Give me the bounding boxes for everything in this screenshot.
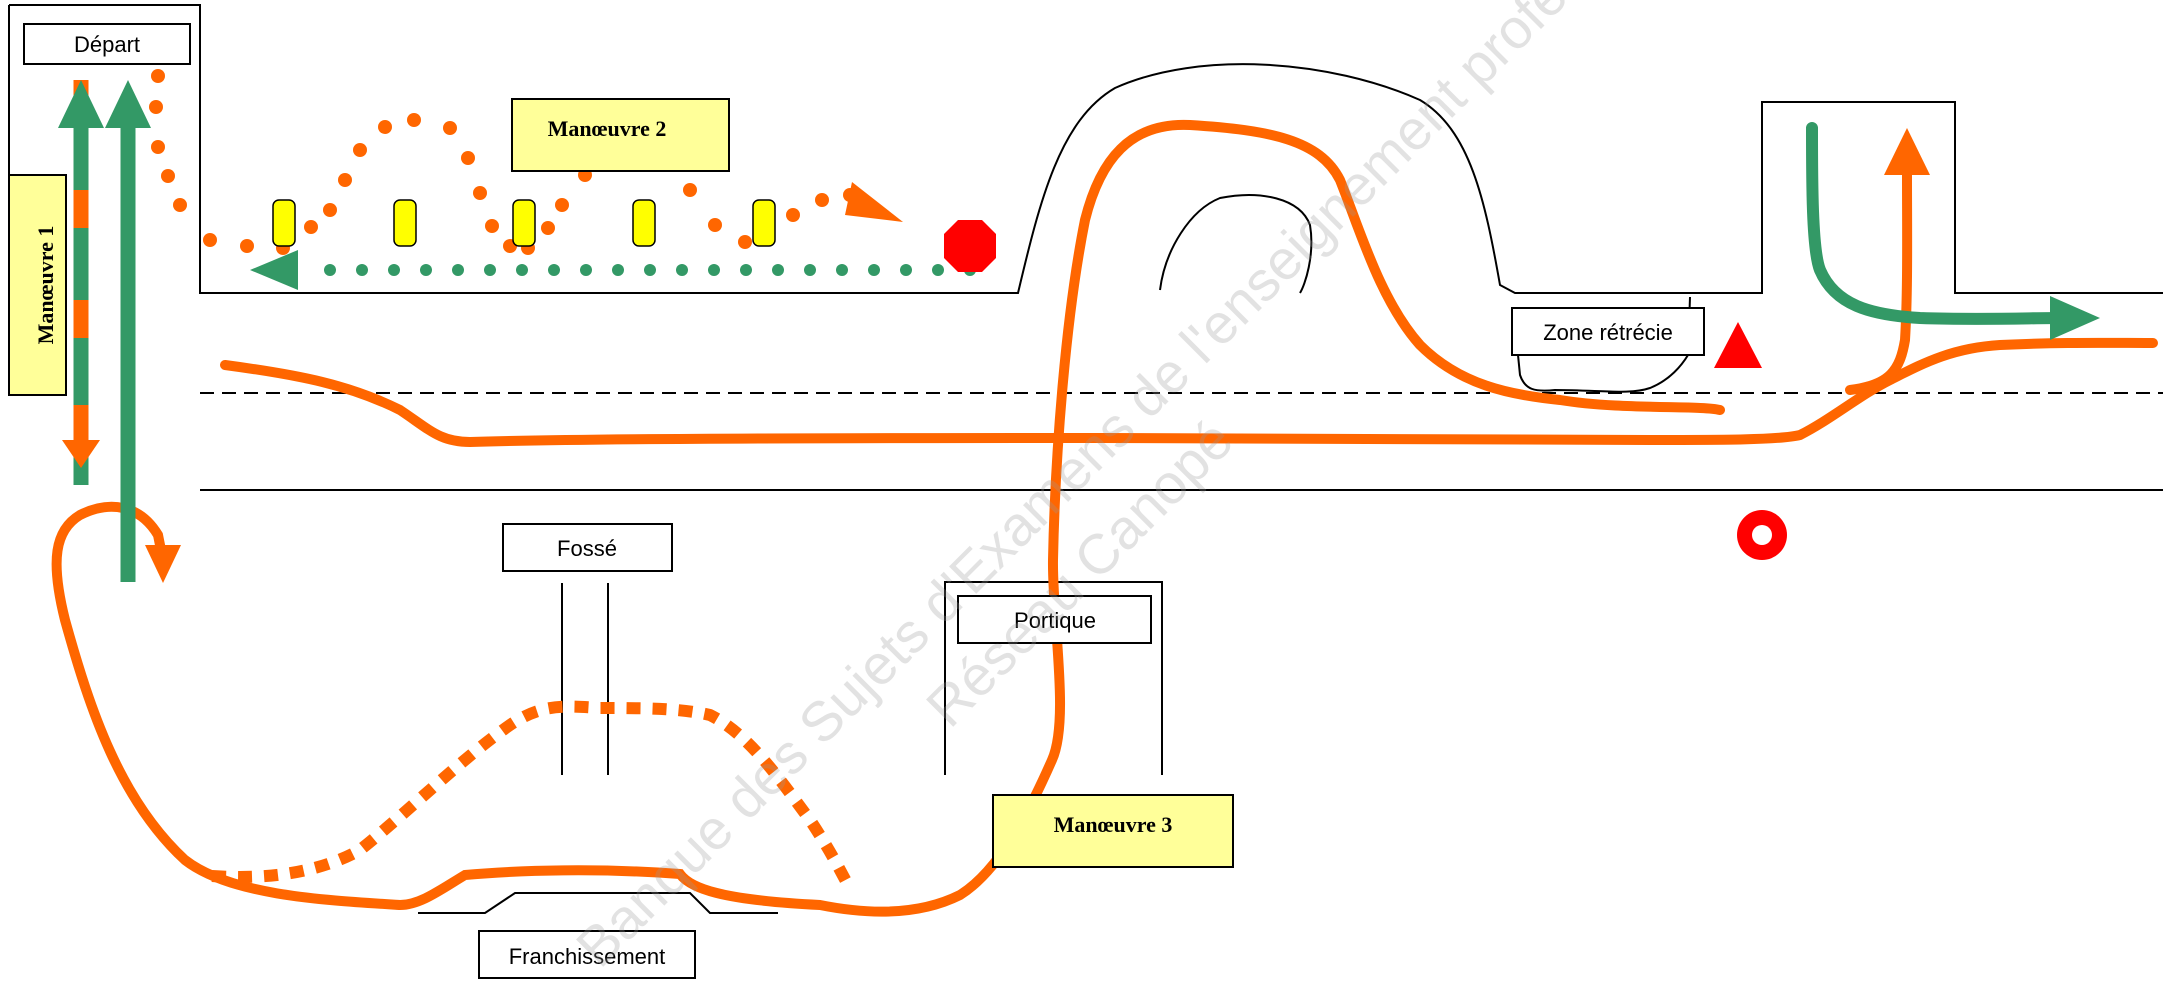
zone-retrecie-blob xyxy=(1517,296,1691,393)
orange-route-main xyxy=(220,337,2158,448)
stop-sign-icon xyxy=(944,220,996,272)
orange-exit-arrowhead xyxy=(1884,128,1930,175)
orange-loop-arrowhead xyxy=(145,545,181,583)
orange-m1-down-arrowhead xyxy=(62,440,100,468)
green-m1-right-arrowhead xyxy=(105,80,151,128)
green-exit-route xyxy=(1806,122,2066,325)
fosse-posts xyxy=(561,583,609,775)
depart-box xyxy=(23,23,191,65)
no-entry-sign-icon xyxy=(1737,510,1787,560)
manoeuvre3-box xyxy=(992,794,1234,868)
orange-route-loop xyxy=(51,119,1725,917)
franchissement-box xyxy=(478,930,696,979)
track-outline xyxy=(8,4,2163,491)
zone-retrecie-label: Zone rétrécie xyxy=(1543,320,1673,345)
orange-manoeuvre2-dots xyxy=(149,69,857,255)
orange-manoeuvre2-arrowhead xyxy=(845,182,903,222)
green-return-dots xyxy=(324,264,976,276)
warning-triangle-icon xyxy=(1714,322,1762,368)
fosse-box xyxy=(502,523,673,572)
franchissement-label: Franchissement xyxy=(509,944,666,969)
green-m1-left-arrowhead xyxy=(58,80,104,128)
green-exit-arrowhead xyxy=(2050,296,2100,340)
manoeuvre1-label: Manœuvre 1 xyxy=(33,226,58,345)
orange-fosse-detour xyxy=(211,700,854,888)
zone-retrecie-box xyxy=(1511,307,1705,356)
fosse-label: Fossé xyxy=(557,536,617,561)
franchissement-bump xyxy=(418,892,778,914)
manoeuvre1-box xyxy=(8,174,67,396)
depart-label: Départ xyxy=(74,32,140,57)
orange-route-to-exit xyxy=(1845,170,1913,395)
portique-label: Portique xyxy=(1014,608,1096,633)
manoeuvre2-label: Manœuvre 2 xyxy=(548,116,667,141)
portique-box xyxy=(957,595,1152,644)
green-return-arrowhead xyxy=(250,250,298,290)
manoeuvre2-box xyxy=(511,98,730,172)
cone-icon xyxy=(272,199,776,247)
manoeuvre3-label: Manœuvre 3 xyxy=(1054,812,1173,837)
